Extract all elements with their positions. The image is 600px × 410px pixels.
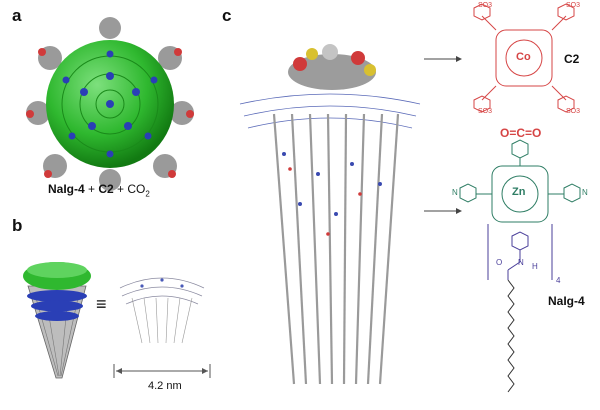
co2-molecule: O=C=O bbox=[500, 126, 542, 140]
nalg4-label: NaIg-4 bbox=[548, 294, 585, 308]
zn-metal-label: Zn bbox=[512, 186, 526, 198]
so3-label-tl: SO3 bbox=[478, 2, 493, 9]
panel-letter-a: a bbox=[12, 6, 22, 25]
c2-label: C2 bbox=[564, 52, 580, 66]
pyridinium-n-right: N bbox=[582, 188, 588, 197]
arrow-to-nalg bbox=[424, 208, 462, 214]
panel-a-caption: NaIg-4 + C2 + CO2 bbox=[48, 182, 150, 199]
panel-letter-b: b bbox=[12, 216, 23, 235]
atomistic-micelle-small bbox=[119, 277, 205, 344]
alkyl-chain bbox=[507, 279, 515, 393]
equivalence-symbol: ≡ bbox=[96, 294, 107, 314]
nalg4-linker bbox=[487, 224, 553, 280]
atomistic-column bbox=[239, 44, 421, 385]
repeat-subscript: 4 bbox=[556, 276, 561, 285]
so3-label-br: SO3 bbox=[566, 108, 581, 115]
co-metal-label: Co bbox=[516, 51, 531, 63]
scale-bar bbox=[113, 364, 211, 378]
amide-n: N bbox=[518, 258, 524, 267]
cone-model bbox=[23, 262, 91, 379]
sphere-assembly bbox=[26, 17, 194, 191]
amide-o: O bbox=[496, 258, 503, 267]
scale-bar-label: 4.2 nm bbox=[148, 380, 182, 392]
panel-letter-c: c bbox=[222, 6, 232, 25]
pyridinium-n-left: N bbox=[452, 188, 458, 197]
amide-h: H bbox=[532, 262, 538, 271]
nalg4-porphyrin bbox=[459, 139, 581, 223]
c2-structure bbox=[473, 3, 575, 113]
arrow-to-c2 bbox=[424, 56, 462, 62]
so3-label-tr: SO3 bbox=[566, 2, 581, 9]
so3-label-bl: SO3 bbox=[478, 108, 493, 115]
